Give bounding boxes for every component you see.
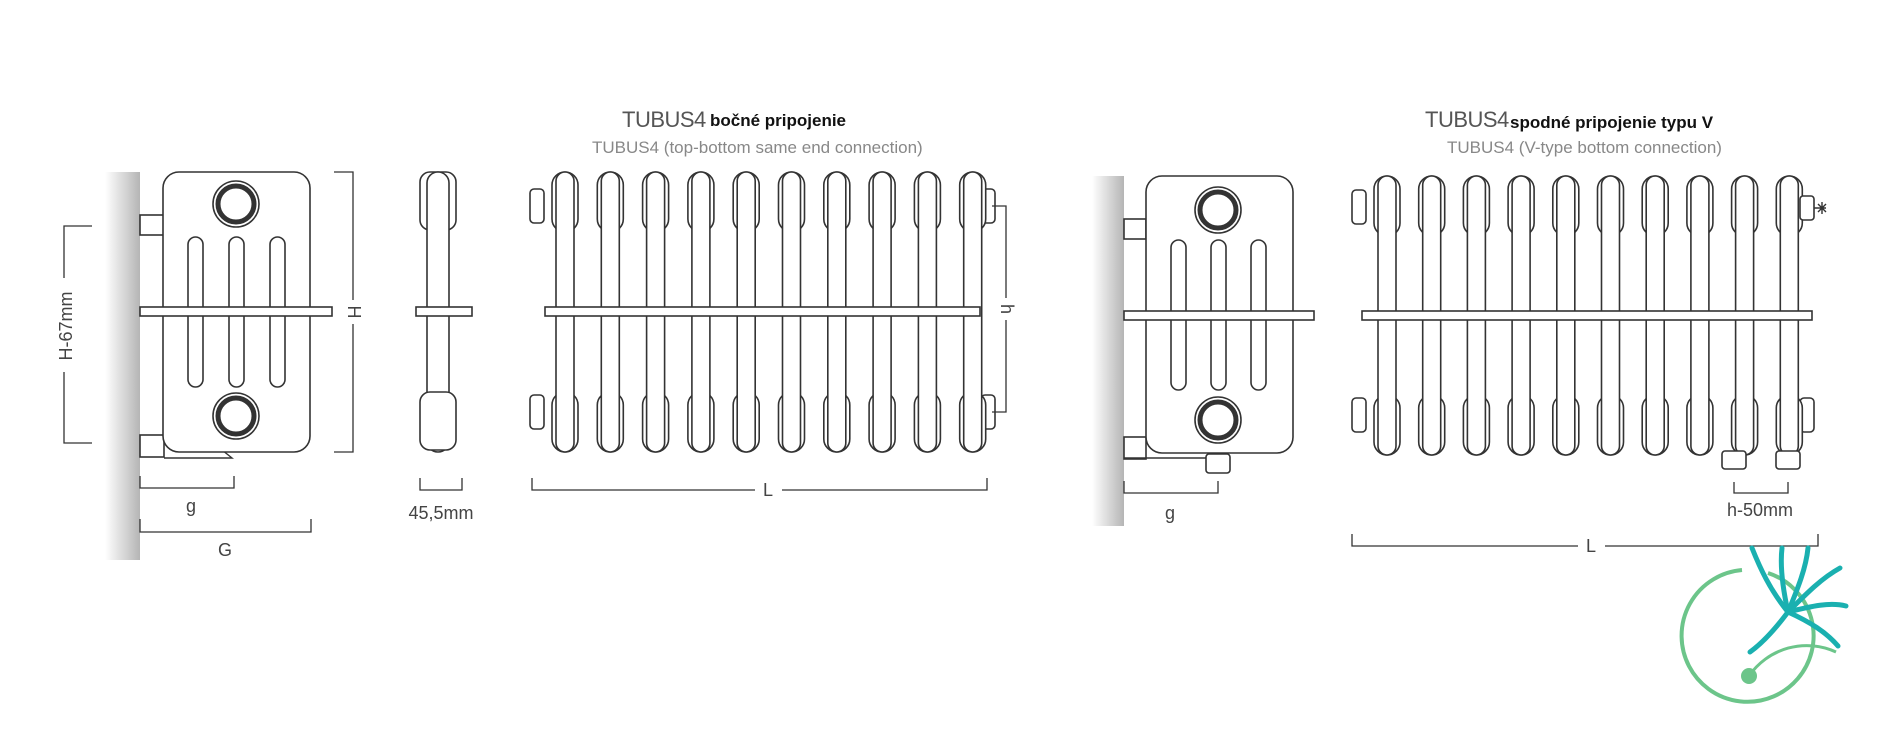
left-front-plug-bottom-left	[529, 394, 545, 430]
dim-label-h: h	[997, 304, 1017, 314]
top-port-inner	[215, 183, 257, 225]
dim-label-H: H	[344, 306, 364, 319]
dim-G: G	[139, 519, 312, 560]
left-title-connection: bočné pripojenie	[710, 111, 846, 130]
dim-H: H	[334, 171, 364, 453]
left-column-2	[596, 171, 625, 453]
dim-label-L-right: L	[1586, 536, 1596, 556]
dim-g-left: g	[139, 476, 235, 516]
section-bottom-cap	[419, 391, 457, 451]
dim-h-minus-67: H-67mm	[50, 225, 92, 444]
right-column-1	[1373, 175, 1401, 456]
right-side-rail	[1123, 310, 1315, 321]
left-front-plug-top-left	[529, 188, 545, 224]
left-title-model: TUBUS4	[622, 107, 706, 132]
side-rail	[139, 306, 333, 317]
dim-label-h-minus-50: h-50mm	[1727, 500, 1793, 520]
left-front-view: L h	[529, 171, 1017, 500]
dim-label-L-left: L	[763, 480, 773, 500]
section-rail	[415, 306, 473, 317]
wall-bracket-bottom	[139, 434, 165, 458]
right-front-rail	[1361, 310, 1813, 321]
right-top-port-inner	[1197, 189, 1239, 231]
left-title-subtitle: TUBUS4 (top-bottom same end connection)	[592, 138, 923, 157]
right-wall-bracket-bottom	[1123, 436, 1147, 460]
section-view: 45,5mm	[408, 171, 474, 523]
bottom-port-inner	[215, 395, 257, 437]
right-front-plug-bottom-left	[1351, 397, 1367, 433]
right-title-subtitle: TUBUS4 (V-type bottom connection)	[1447, 138, 1722, 157]
v-valve-left	[1721, 450, 1747, 470]
dim-label-G: G	[218, 540, 232, 560]
right-bottom-port-inner	[1197, 399, 1239, 441]
left-title: TUBUS4 bočné pripojenie TUBUS4 (top-bott…	[592, 107, 923, 157]
left-column-1	[551, 171, 579, 453]
right-title-connection: spodné pripojenie typu V	[1510, 113, 1714, 132]
right-front-plug-top-left	[1351, 189, 1367, 225]
right-column-6	[1596, 175, 1625, 456]
dim-label-g-left: g	[186, 496, 196, 516]
dim-label-h-minus-67: H-67mm	[56, 291, 76, 360]
right-title: TUBUS4 spodné pripojenie typu V TUBUS4 (…	[1425, 107, 1722, 157]
dim-label-g-right: g	[1165, 503, 1175, 523]
right-wall-bracket-top	[1123, 218, 1147, 240]
wall-left	[105, 172, 140, 560]
left-front-columns	[551, 171, 987, 453]
right-title-model: TUBUS4	[1425, 107, 1509, 132]
right-front-view: h-50mm L	[1351, 175, 1827, 556]
right-bottom-valve	[1205, 453, 1231, 474]
right-side-view: g	[1092, 175, 1315, 526]
left-side-view	[105, 171, 333, 560]
left-front-rail	[544, 306, 981, 317]
air-vent-icon	[1799, 195, 1827, 221]
dim-label-depth: 45,5mm	[408, 503, 473, 523]
wall-right	[1092, 176, 1124, 526]
v-valve-right	[1775, 450, 1801, 470]
wall-bracket-top	[139, 214, 165, 236]
dandelion-logo-icon	[1679, 545, 1849, 704]
